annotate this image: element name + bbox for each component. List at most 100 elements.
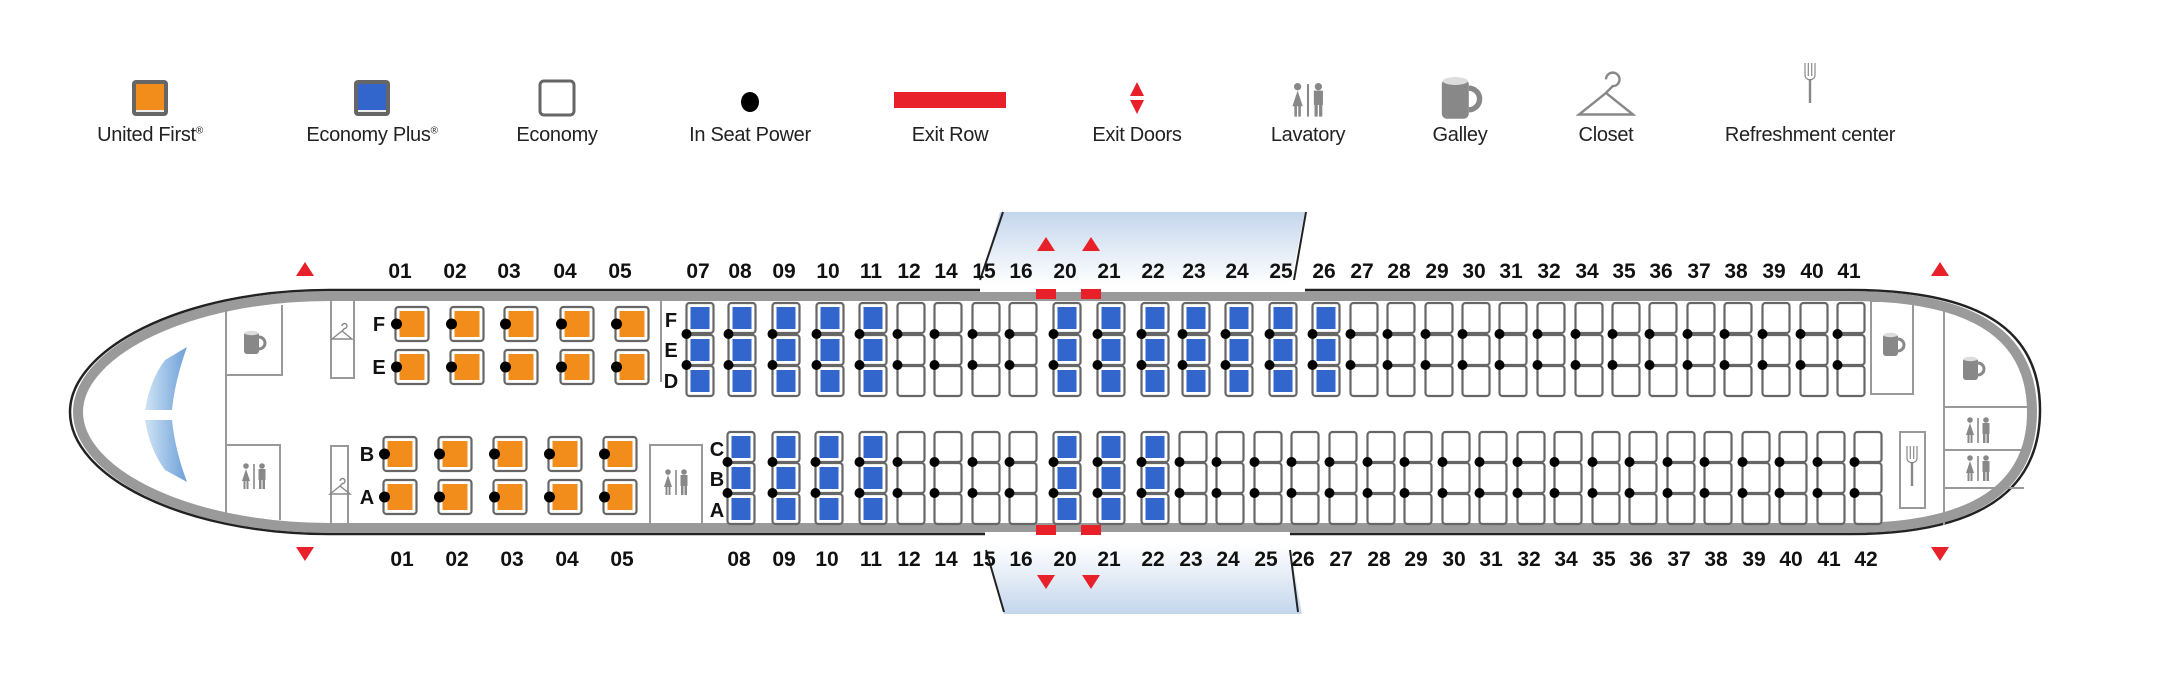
- seat-39C[interactable]: [1741, 430, 1771, 464]
- seat-10D[interactable]: [815, 364, 845, 398]
- seat-26F[interactable]: [1311, 301, 1341, 335]
- seat-10E[interactable]: [815, 333, 845, 367]
- seat-38B[interactable]: [1703, 461, 1733, 495]
- seat-12E[interactable]: [896, 333, 926, 367]
- seat-02B[interactable]: [434, 435, 473, 473]
- seat-26E[interactable]: [1311, 333, 1341, 367]
- seat-01B[interactable]: [379, 435, 418, 473]
- seat-15F[interactable]: [971, 301, 1001, 335]
- seat-40F[interactable]: [1799, 301, 1829, 335]
- seat-34D[interactable]: [1574, 364, 1604, 398]
- seat-09C[interactable]: [771, 430, 801, 464]
- seat-25E[interactable]: [1268, 333, 1298, 367]
- seat-35A[interactable]: [1591, 492, 1621, 526]
- seat-41B[interactable]: [1816, 461, 1846, 495]
- seat-15B[interactable]: [971, 461, 1001, 495]
- seat-11D[interactable]: [858, 364, 888, 398]
- seat-15A[interactable]: [971, 492, 1001, 526]
- seat-05A[interactable]: [599, 478, 638, 516]
- seat-07E[interactable]: [685, 333, 715, 367]
- seat-37C[interactable]: [1666, 430, 1696, 464]
- seat-32E[interactable]: [1536, 333, 1566, 367]
- seat-02F[interactable]: [446, 305, 485, 343]
- seat-01E[interactable]: [391, 348, 430, 386]
- seat-31D[interactable]: [1498, 364, 1528, 398]
- seat-39E[interactable]: [1761, 333, 1791, 367]
- seat-12C[interactable]: [896, 430, 926, 464]
- seat-30B[interactable]: [1441, 461, 1471, 495]
- seat-34F[interactable]: [1574, 301, 1604, 335]
- seat-27F[interactable]: [1349, 301, 1379, 335]
- seat-11F[interactable]: [858, 301, 888, 335]
- seat-25F[interactable]: [1268, 301, 1298, 335]
- seat-21C[interactable]: [1096, 430, 1126, 464]
- seat-14C[interactable]: [933, 430, 963, 464]
- seat-35E[interactable]: [1611, 333, 1641, 367]
- seat-41F[interactable]: [1836, 301, 1866, 335]
- seat-41D[interactable]: [1836, 364, 1866, 398]
- seat-28E[interactable]: [1386, 333, 1416, 367]
- seat-23F[interactable]: [1181, 301, 1211, 335]
- seat-15C[interactable]: [971, 430, 1001, 464]
- seat-10B[interactable]: [814, 461, 844, 495]
- seat-32B[interactable]: [1516, 461, 1546, 495]
- seat-31A[interactable]: [1478, 492, 1508, 526]
- seat-29F[interactable]: [1424, 301, 1454, 335]
- seat-09D[interactable]: [771, 364, 801, 398]
- seat-15E[interactable]: [971, 333, 1001, 367]
- seat-04B[interactable]: [544, 435, 583, 473]
- seat-42B[interactable]: [1853, 461, 1883, 495]
- seat-37A[interactable]: [1666, 492, 1696, 526]
- seat-41E[interactable]: [1836, 333, 1866, 367]
- seat-20C[interactable]: [1052, 430, 1082, 464]
- seat-27E[interactable]: [1349, 333, 1379, 367]
- seat-39B[interactable]: [1741, 461, 1771, 495]
- seat-32D[interactable]: [1536, 364, 1566, 398]
- seat-20A[interactable]: [1052, 492, 1082, 526]
- seat-31C[interactable]: [1478, 430, 1508, 464]
- seat-21B[interactable]: [1096, 461, 1126, 495]
- seat-31F[interactable]: [1498, 301, 1528, 335]
- seat-20D[interactable]: [1052, 364, 1082, 398]
- seat-09E[interactable]: [771, 333, 801, 367]
- seat-22B[interactable]: [1140, 461, 1170, 495]
- seat-15D[interactable]: [971, 364, 1001, 398]
- seat-35F[interactable]: [1611, 301, 1641, 335]
- seat-04E[interactable]: [556, 348, 595, 386]
- seat-37B[interactable]: [1666, 461, 1696, 495]
- seat-30E[interactable]: [1461, 333, 1491, 367]
- seat-24F[interactable]: [1224, 301, 1254, 335]
- seat-22A[interactable]: [1140, 492, 1170, 526]
- seat-39F[interactable]: [1761, 301, 1791, 335]
- seat-21F[interactable]: [1096, 301, 1126, 335]
- seat-34E[interactable]: [1574, 333, 1604, 367]
- seat-11B[interactable]: [858, 461, 888, 495]
- seat-22C[interactable]: [1140, 430, 1170, 464]
- seat-35C[interactable]: [1591, 430, 1621, 464]
- seat-20B[interactable]: [1052, 461, 1082, 495]
- seat-25D[interactable]: [1268, 364, 1298, 398]
- seat-10F[interactable]: [815, 301, 845, 335]
- seat-24E[interactable]: [1224, 333, 1254, 367]
- seat-35D[interactable]: [1611, 364, 1641, 398]
- seat-09A[interactable]: [771, 492, 801, 526]
- seat-28F[interactable]: [1386, 301, 1416, 335]
- seat-21A[interactable]: [1096, 492, 1126, 526]
- seat-02E[interactable]: [446, 348, 485, 386]
- seat-40D[interactable]: [1799, 364, 1829, 398]
- seat-28C[interactable]: [1366, 430, 1396, 464]
- seat-02A[interactable]: [434, 478, 473, 516]
- seat-25B[interactable]: [1253, 461, 1283, 495]
- seat-39A[interactable]: [1741, 492, 1771, 526]
- seat-09B[interactable]: [771, 461, 801, 495]
- seat-11C[interactable]: [858, 430, 888, 464]
- seat-31E[interactable]: [1498, 333, 1528, 367]
- seat-16A[interactable]: [1008, 492, 1038, 526]
- seat-36C[interactable]: [1628, 430, 1658, 464]
- seat-24A[interactable]: [1215, 492, 1245, 526]
- seat-11E[interactable]: [858, 333, 888, 367]
- seat-03F[interactable]: [500, 305, 539, 343]
- seat-38D[interactable]: [1723, 364, 1753, 398]
- seat-25C[interactable]: [1253, 430, 1283, 464]
- seat-42A[interactable]: [1853, 492, 1883, 526]
